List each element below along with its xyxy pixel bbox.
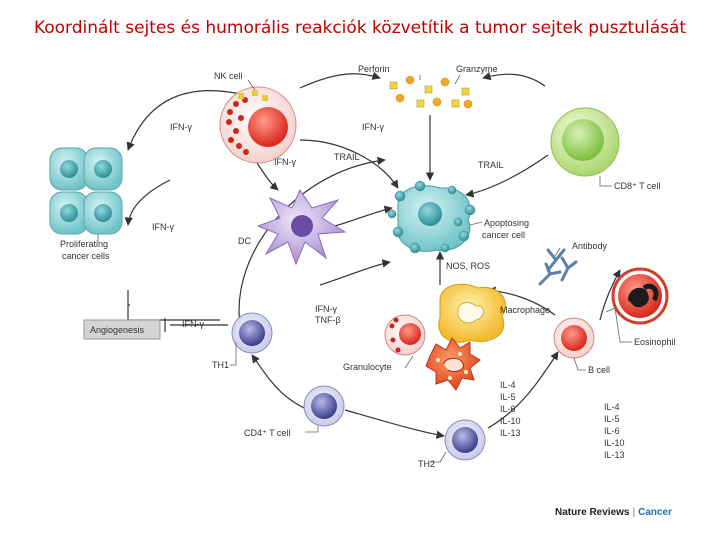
journal-section: Cancer: [638, 507, 672, 518]
cancer-cell-label: cancer cell: [482, 230, 525, 240]
ifn-gamma-label-nk-left: IFN-γ: [170, 122, 192, 132]
cytokine-item: IL-13: [500, 428, 521, 438]
granzyme-label: Granzyme: [456, 64, 498, 74]
th2-cell: [444, 419, 486, 461]
slide-title: Koordinált sejtes és humorális reakciók …: [33, 18, 687, 38]
granulocyte-cells: [384, 314, 481, 391]
credit-separator: |: [632, 507, 636, 518]
b-cell: [553, 317, 595, 359]
cytokine-item: IL-10: [500, 416, 521, 426]
nk-cell: [219, 86, 297, 164]
cd8-t-cell: [550, 107, 620, 177]
journal-name: Nature Reviews: [555, 507, 630, 518]
cytokine-item: IL-10: [604, 438, 625, 448]
ifn-gamma-label-mid: IFN-γ: [152, 222, 174, 232]
antibody-icon: [538, 248, 578, 286]
macrophage-label: Macrophage: [500, 305, 550, 315]
dc-label: DC: [238, 236, 251, 246]
cancer-cells-label: cancer cells: [62, 251, 110, 261]
journal-credit: Nature Reviews|Cancer: [555, 507, 672, 518]
perforin-label: Perforin: [358, 64, 390, 74]
granulocyte-label: Granulocyte: [343, 362, 392, 372]
cd4-t-cell-label: CD4⁺ T cell: [244, 428, 290, 438]
trail-label-right: TRAIL: [478, 160, 504, 170]
leader-lines: [97, 74, 632, 463]
cytokine-item: IL-6: [604, 426, 620, 436]
dendritic-cell: [256, 188, 347, 266]
cytokine-list-middle: IL-4 IL-5 IL-6 IL-10 IL-13: [500, 380, 521, 438]
ifn-gamma-label-lower: IFN-γ: [315, 304, 337, 314]
th2-label: TH2: [418, 459, 435, 469]
cytokine-item: IL-4: [500, 380, 516, 390]
cytokine-list-right: IL-4 IL-5 IL-6 IL-10 IL-13: [604, 402, 625, 460]
th1-cell: [231, 312, 273, 354]
cytokine-item: IL-4: [604, 402, 620, 412]
trail-label-left: TRAIL: [334, 152, 360, 162]
macrophage: [438, 283, 506, 343]
cytokine-item: IL-6: [500, 404, 516, 414]
nos-ros-label: NOS, ROS: [446, 261, 490, 271]
proliferating-cancer-cells: [49, 147, 123, 235]
cd8-t-cell-label: CD8⁺ T cell: [614, 181, 660, 191]
tnf-beta-label: TNF-β: [315, 315, 341, 325]
ifn-gamma-label-top: IFN-γ: [362, 122, 384, 132]
ifn-gamma-label-nk-dc: IFN-γ: [274, 157, 296, 167]
eosinophil: [611, 267, 669, 325]
connector-arrows: [124, 71, 621, 439]
ifn-gamma-label-th1: IFN-γ: [182, 319, 204, 329]
th1-label: TH1: [212, 360, 229, 370]
diagram-labels: NK cell Perforin Granzyme IFN-γ IFN-γ IF…: [60, 64, 676, 469]
apoptosing-label: Apoptosing: [484, 218, 529, 228]
cd4-t-cell: [303, 385, 345, 427]
cytokine-item: IL-5: [500, 392, 516, 402]
eosinophil-label: Eosinophil: [634, 337, 676, 347]
cytokine-item: IL-13: [604, 450, 625, 460]
angiogenesis-box: Angiogenesis: [83, 319, 161, 340]
angiogenesis-label: Angiogenesis: [90, 325, 145, 335]
cytokine-item: IL-5: [604, 414, 620, 424]
b-cell-label: B cell: [588, 365, 610, 375]
proliferating-label: Proliferating: [60, 239, 108, 249]
antibody-label: Antibody: [572, 241, 608, 251]
apoptosing-cancer-cell: [387, 180, 476, 254]
nk-cell-label: NK cell: [214, 71, 243, 81]
perforin-granzyme-granules: [389, 75, 473, 109]
